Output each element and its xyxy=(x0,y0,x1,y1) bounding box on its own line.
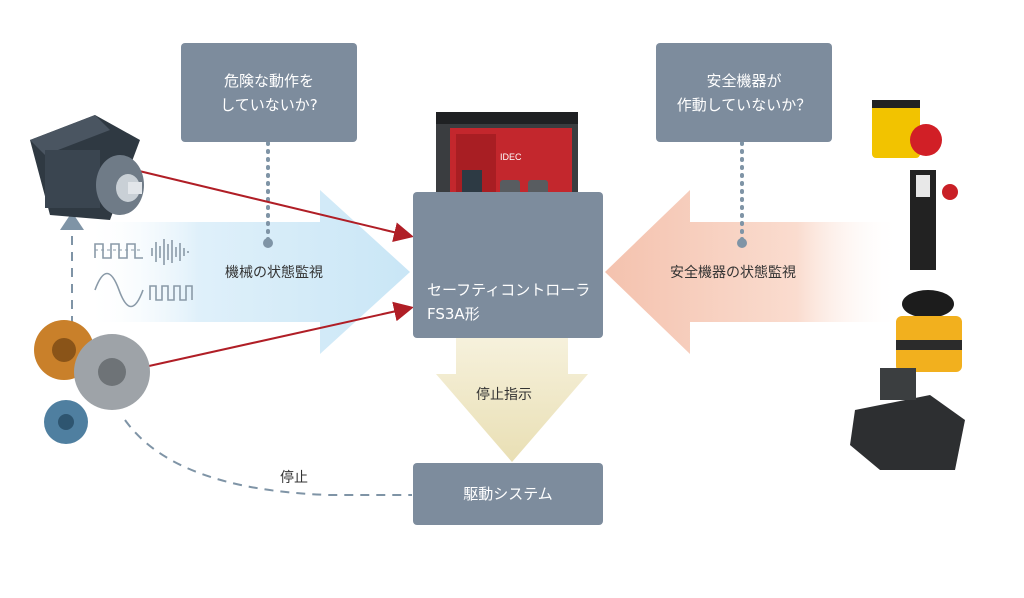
left-question-connector-dot xyxy=(263,238,273,248)
left-monitor-label: 機械の状態監視 xyxy=(225,265,323,281)
left-monitor-arrow xyxy=(85,190,410,354)
left-question-box: 危険な動作を していないか? xyxy=(181,43,357,142)
right-question-connector-dot xyxy=(737,238,747,248)
motor-signal-line xyxy=(134,169,414,242)
gears-image xyxy=(34,320,150,444)
emergency-stop-switch-image xyxy=(872,100,942,158)
door-interlock-switch-image xyxy=(910,170,958,270)
stop-feedback-path xyxy=(124,419,412,496)
right-monitor-label: 安全機器の状態監視 xyxy=(670,265,796,281)
right-monitor-arrow xyxy=(605,190,900,354)
safety-controller-box: セーフティコントローラ FS3A形 xyxy=(413,192,603,338)
left-question-line1: 危険な動作を xyxy=(223,71,314,90)
left-question-line2: していないか? xyxy=(220,95,318,114)
motor-feedback-arrowhead xyxy=(60,212,84,230)
controller-name-line1: セーフティコントローラ xyxy=(427,281,591,299)
controller-brand-text: IDEC xyxy=(500,152,522,162)
servo-motor-image xyxy=(30,115,144,220)
gear-signal-line xyxy=(139,301,414,369)
right-question-line2: 作動していないか？ xyxy=(676,95,812,114)
stop-label: 停止 xyxy=(280,470,308,486)
right-question-line1: 安全機器が xyxy=(706,71,782,90)
safety-relay-image xyxy=(850,368,965,470)
stop-instruction-label: 停止指示 xyxy=(476,387,532,403)
safety-laser-scanner-image xyxy=(896,290,962,372)
waveform-icons xyxy=(94,239,193,308)
drive-system-label: 駆動システム xyxy=(463,485,553,503)
drive-system-box: 駆動システム xyxy=(413,463,603,525)
right-question-box: 安全機器が 作動していないか？ xyxy=(656,43,832,142)
stop-instruction-arrow xyxy=(436,338,588,462)
controller-name-line2: FS3A形 xyxy=(427,305,480,323)
